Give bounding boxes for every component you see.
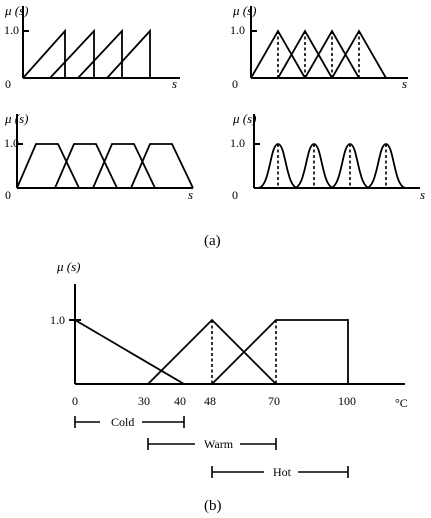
subplot-origin: 0	[5, 188, 11, 202]
panel-a-caption: (a)	[204, 233, 221, 249]
subplot-ytick: 1.0	[230, 136, 245, 150]
membership-function-3	[77, 28, 123, 79]
membership-function-1	[16, 143, 80, 189]
subplot-membership-curves	[257, 143, 407, 189]
subplot-membership-curves	[250, 29, 387, 79]
subplot-ytick: 1.0	[4, 23, 19, 37]
panel-b-membership-curves	[74, 318, 349, 385]
subplot-xlabel: s	[420, 187, 425, 202]
membership-function-4	[130, 143, 194, 189]
x-tick-label: 40	[174, 394, 186, 408]
range-bar-cold: Cold	[74, 415, 185, 429]
membership-function-3	[92, 143, 156, 189]
subplot-right-triangle: μ (s) 1.0 0 s	[4, 3, 180, 91]
panel-b: μ (s) 1.0 0 30 40 48 50 70 100 °C Cold	[50, 259, 408, 514]
subplot-membership-curves	[22, 28, 151, 79]
panel-b-ylabel: μ (s)	[56, 259, 81, 274]
panel-b-x-ticks: 0 30 40 48 50 70 100 °C	[72, 394, 408, 410]
panel-a: μ (s) 1.0 0 s μ (s) 1.0 0 s	[4, 3, 425, 249]
x-tick-label: 50	[204, 394, 216, 408]
subplot-xlabel: s	[188, 187, 193, 202]
subplot-bell: μ (s) 1.0 0 s	[230, 111, 425, 202]
subplot-membership-curves	[16, 143, 194, 189]
hot-membership	[211, 319, 349, 385]
subplot-ytick: 1.0	[4, 136, 19, 150]
range-bar-hot: Hot	[211, 465, 349, 479]
x-tick-label: 30	[138, 394, 150, 408]
subplot-origin: 0	[232, 188, 238, 202]
membership-function-2	[54, 143, 118, 189]
subplot-origin: 0	[232, 77, 238, 91]
x-tick-label: 70	[268, 394, 280, 408]
membership-function-4	[106, 28, 151, 79]
membership-function-2	[49, 28, 95, 79]
cold-membership	[74, 319, 185, 385]
subplot-origin: 0	[5, 77, 11, 91]
x-tick-label: 100	[338, 394, 356, 408]
range-label-cold: Cold	[111, 415, 134, 429]
range-label-hot: Hot	[273, 465, 292, 479]
x-tick-label: 48	[204, 394, 216, 408]
subplot-xlabel: s	[172, 76, 177, 91]
range-label-warm: Warm	[204, 437, 234, 451]
subplot-xlabel: s	[402, 76, 407, 91]
x-axis-unit: °C	[395, 396, 408, 410]
subplot-ytick: 1.0	[230, 23, 245, 37]
x-tick-label: 0	[72, 394, 78, 408]
subplot-ylabel: μ (s)	[232, 111, 257, 126]
range-bar-warm: Warm	[147, 437, 277, 451]
membership-function-1	[22, 28, 66, 79]
subplot-trapezoid: μ (s) 1.0 0 s	[4, 111, 194, 202]
subplot-ylabel: μ (s)	[4, 3, 29, 18]
panel-b-ytick: 1.0	[50, 313, 65, 327]
subplot-triangle: μ (s) 1.0 0 s	[230, 3, 408, 91]
subplot-ylabel: μ (s)	[232, 3, 257, 18]
panel-b-caption: (b)	[204, 498, 222, 514]
